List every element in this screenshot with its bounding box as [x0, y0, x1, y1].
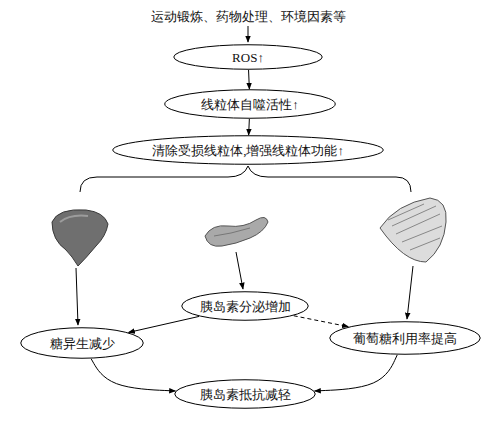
- process-ellipse: 线粒体自噬活性↑: [164, 89, 336, 119]
- organ-arrow: [407, 266, 413, 319]
- ellipse-shape: [174, 45, 323, 70]
- process-ellipse: 葡萄糖利用率提高: [329, 321, 481, 355]
- organ-bracket: [80, 166, 411, 192]
- ellipse-shape: [21, 328, 144, 359]
- muscle-illustration: [380, 198, 446, 262]
- node-label: 葡萄糖利用率提高: [353, 331, 457, 346]
- ellipse-shape: [113, 136, 384, 165]
- process-ellipse: 清除受损线粒体,增强线粒体功能↑: [112, 135, 384, 165]
- node-text-box: 清除受损线粒体,增强线粒体功能↑: [112, 135, 384, 165]
- node-label: 胰岛素抵抗减轻: [200, 387, 291, 402]
- organ-arrow: [236, 252, 243, 289]
- process-ellipse: 糖异生减少: [20, 327, 144, 359]
- flow-arrow: [129, 316, 199, 332]
- process-ellipse: 胰岛素分泌增加: [181, 291, 309, 321]
- flow-arrow: [315, 355, 398, 391]
- flow-arrow: [294, 316, 349, 327]
- process-ellipse: ROS↑: [173, 44, 323, 70]
- ellipse-shape: [175, 380, 316, 409]
- node-text-box: 葡萄糖利用率提高: [329, 321, 481, 355]
- node-label: 清除受损线粒体,增强线粒体功能↑: [152, 143, 344, 158]
- input-arrow: [248, 26, 249, 42]
- node-label: 胰岛素分泌增加: [200, 299, 291, 314]
- liver-illustration: [52, 210, 108, 266]
- factor-label: 运动锻炼、药物处理、环境因素等: [98, 8, 398, 26]
- flow-arrow: [248, 70, 250, 89]
- node-text-box: 线粒体自噬活性↑: [164, 89, 336, 119]
- organ-arrow: [76, 268, 78, 325]
- node-text-box: 胰岛素抵抗减轻: [174, 379, 316, 409]
- ellipse-shape: [165, 90, 336, 119]
- node-label: ROS↑: [232, 50, 264, 65]
- node-text-box: ROS↑: [173, 44, 323, 70]
- pancreas-illustration: [205, 217, 268, 246]
- node-text-box: 胰岛素分泌增加: [181, 291, 309, 321]
- node-label: 线粒体自噬活性↑: [201, 97, 299, 112]
- process-ellipse: 胰岛素抵抗减轻: [174, 379, 316, 409]
- flow-arrow: [248, 119, 250, 135]
- node-text-box: 糖异生减少: [20, 327, 144, 359]
- node-label: 糖异生减少: [50, 336, 115, 351]
- ellipse-shape: [182, 292, 309, 321]
- flow-arrow: [91, 359, 175, 391]
- ellipse-shape: [330, 322, 481, 355]
